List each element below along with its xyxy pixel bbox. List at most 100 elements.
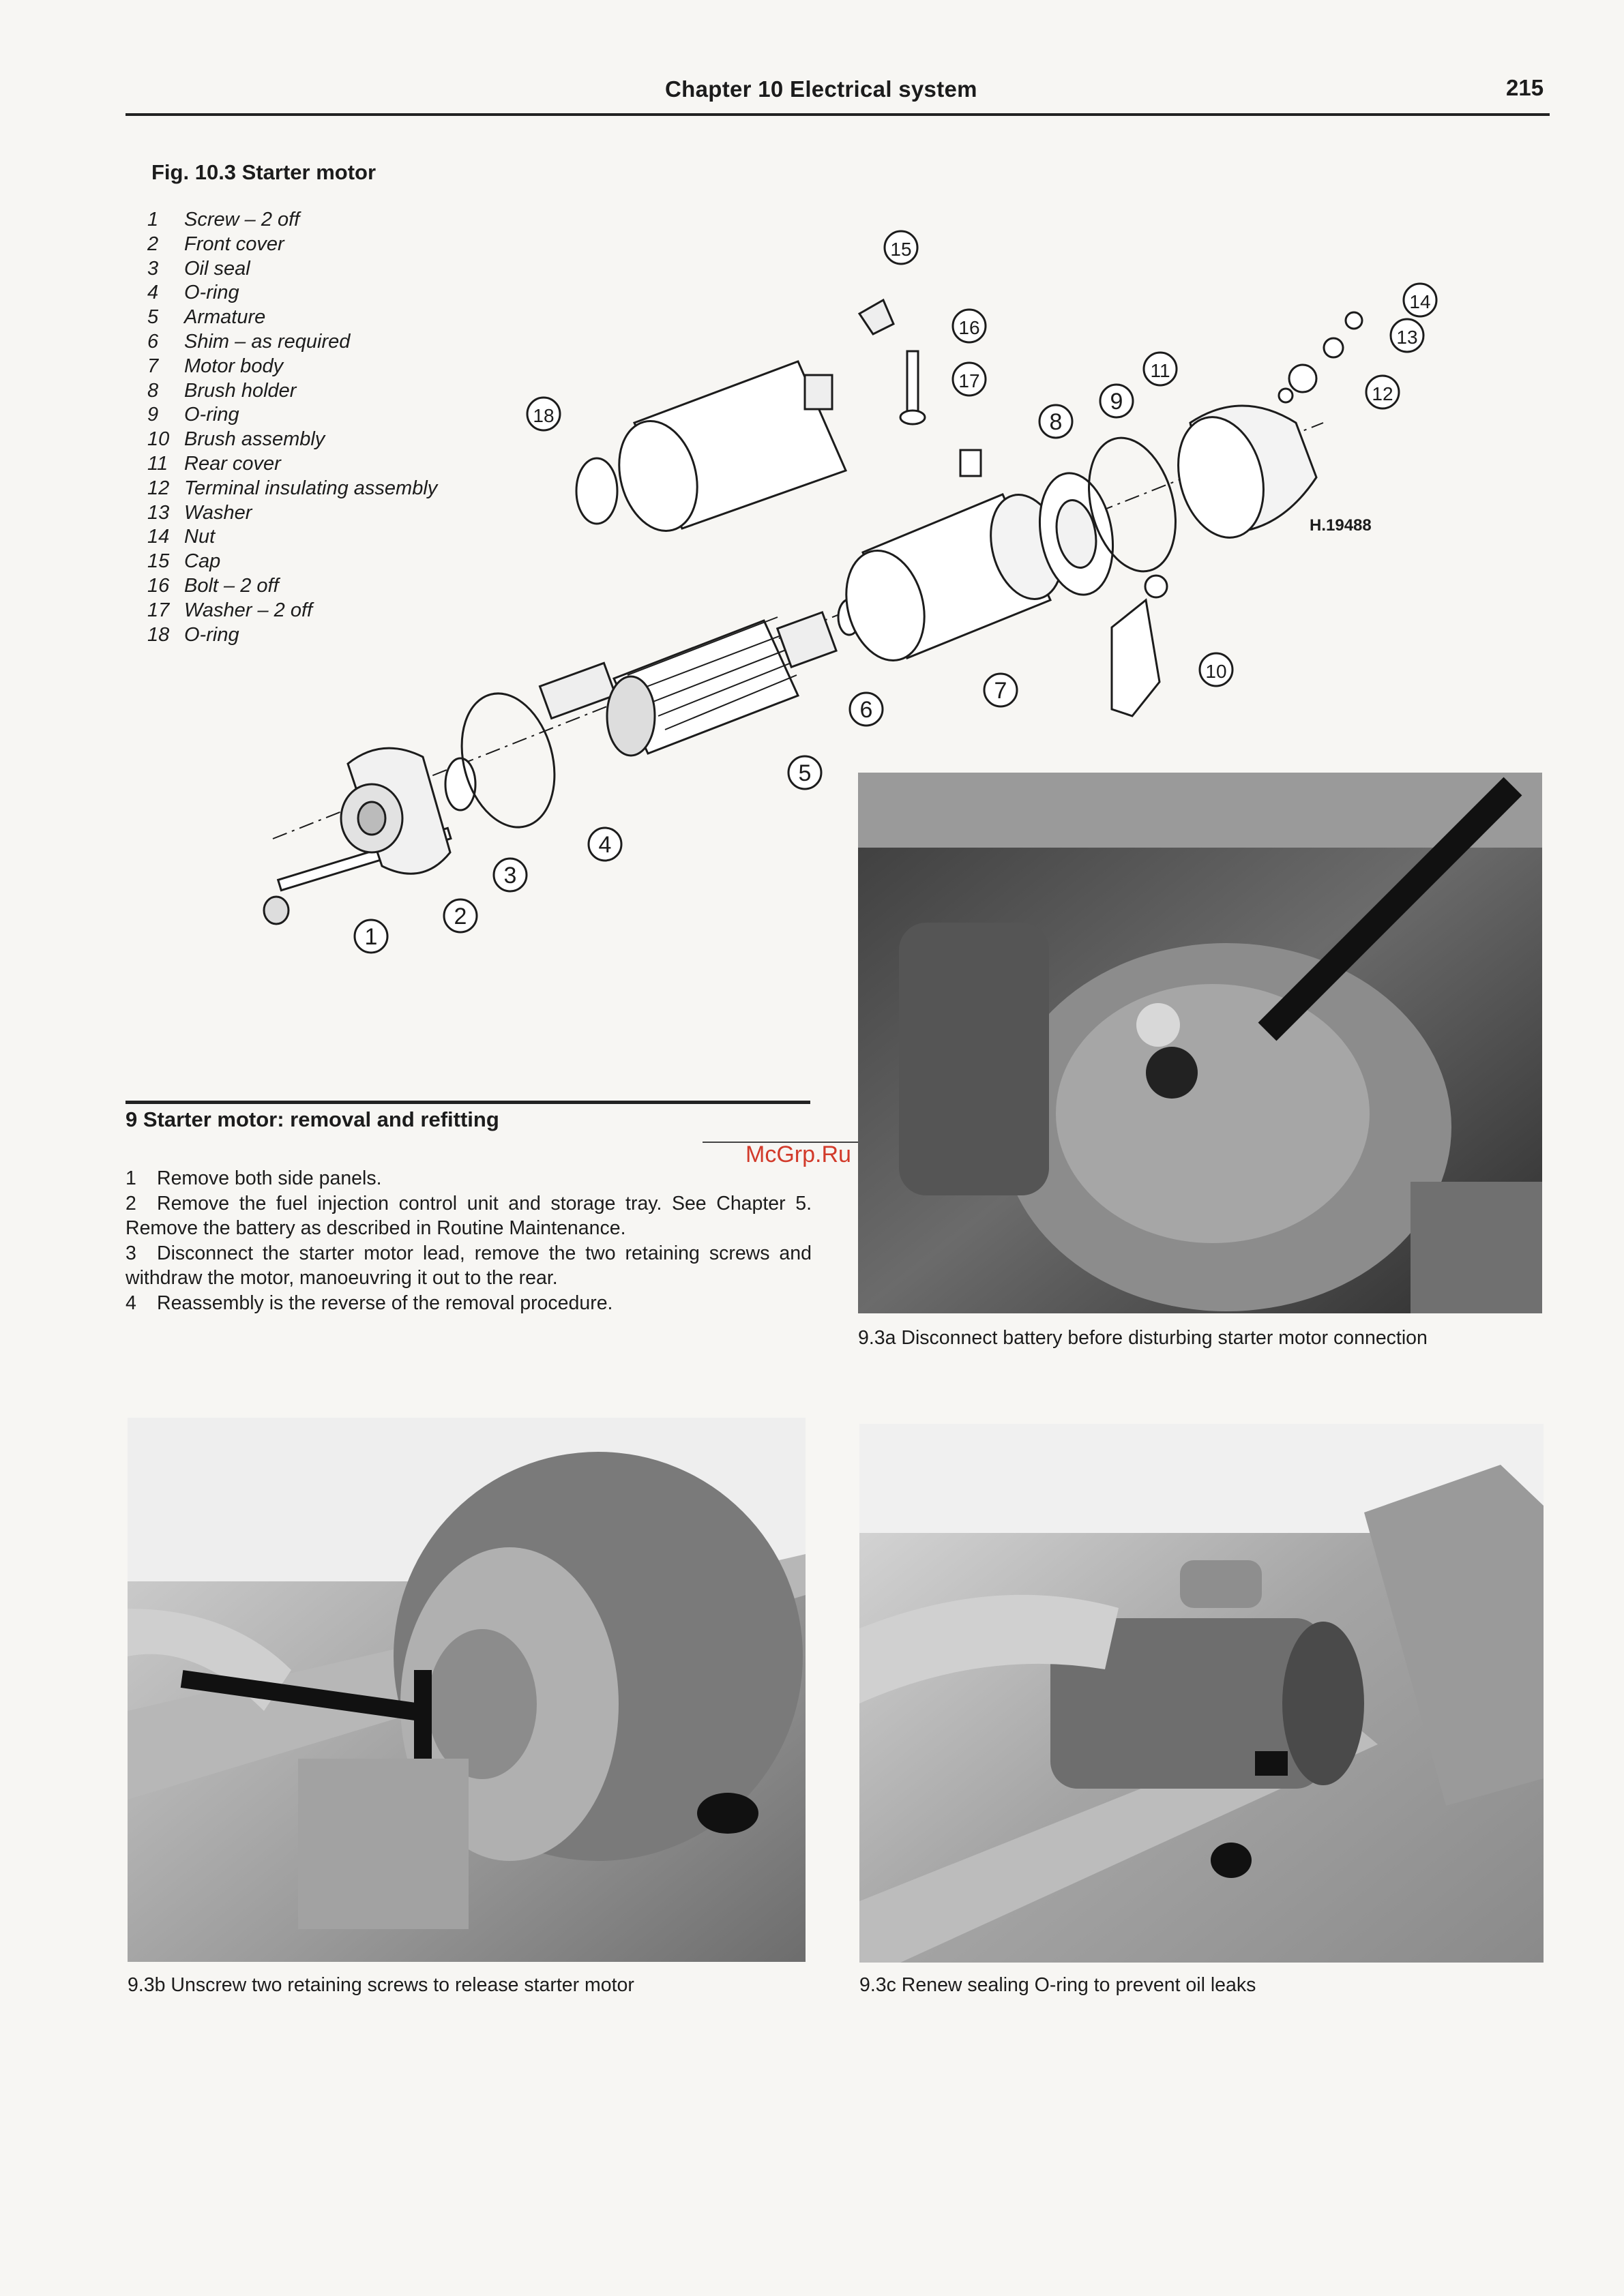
header-divider: [126, 113, 1550, 116]
svg-text:16: 16: [958, 317, 979, 338]
legend-item-number: 8: [147, 379, 159, 402]
callout-11: 11: [1142, 351, 1178, 387]
photo-9-3a: [858, 773, 1542, 1313]
legend-item-label: Terminal insulating assembly: [184, 477, 438, 499]
brush-holder-part: [959, 449, 1114, 596]
step-text: Disconnect the starter motor lead, remov…: [126, 1242, 812, 1289]
svg-text:2: 2: [454, 904, 467, 929]
svg-text:9: 9: [1110, 389, 1123, 415]
photo-9-3b: [128, 1418, 806, 1962]
drawing-reference: H.19488: [1310, 516, 1372, 535]
legend-item: 17 Washer – 2 off: [147, 599, 437, 623]
legend-item-number: 10: [147, 428, 170, 451]
callout-1: 1: [353, 919, 389, 954]
legend-item-number: 11: [147, 452, 168, 475]
photo-9-3b-caption: 9.3b Unscrew two retaining screws to rel…: [128, 1974, 634, 1996]
legend-item-number: 18: [147, 623, 170, 646]
step-number: 1: [126, 1167, 136, 1189]
svg-text:12: 12: [1372, 383, 1393, 404]
legend-item-label: Cap: [184, 550, 221, 573]
legend-item-number: 7: [147, 355, 159, 377]
legend-item-label: Rear cover: [184, 452, 281, 475]
callout-18: 18: [526, 396, 561, 432]
step-number: 2: [126, 1192, 136, 1214]
svg-text:10: 10: [1205, 661, 1226, 682]
section-divider: [126, 1101, 810, 1104]
callout-15: 15: [883, 230, 919, 265]
armature-part: [538, 610, 838, 757]
step-text: Remove the fuel injection control unit a…: [126, 1192, 812, 1240]
motor-body-part: [845, 493, 1063, 661]
legend-item-label: Motor body: [184, 355, 284, 377]
legend-item-label: O-ring: [184, 282, 239, 304]
callout-13: 13: [1389, 318, 1425, 353]
callout-17: 17: [951, 361, 987, 397]
svg-text:17: 17: [958, 370, 979, 391]
svg-text:18: 18: [533, 405, 554, 426]
assembled-motor-part: [575, 360, 848, 532]
callout-4: 4: [587, 826, 623, 862]
legend-item-number: 12: [147, 477, 170, 499]
step-number: 4: [126, 1292, 136, 1314]
legend-item-label: Screw – 2 off: [184, 209, 300, 230]
svg-text:13: 13: [1396, 327, 1417, 348]
callout-12: 12: [1365, 374, 1400, 410]
legend-item-label: Shim – as required: [184, 330, 351, 353]
legend-item-number: 16: [147, 574, 170, 597]
legend-item: 10 Brush assembly: [147, 428, 437, 452]
legend-item-label: Brush assembly: [184, 428, 325, 451]
callout-10: 10: [1198, 652, 1234, 687]
legend-item-number: 3: [147, 257, 159, 280]
photo-9-3c-caption: 9.3c Renew sealing O-ring to prevent oil…: [859, 1974, 1256, 1996]
legend-item: 6 Shim – as required: [147, 330, 437, 355]
legend-item-label: Washer – 2 off: [184, 599, 313, 621]
legend-item-number: 17: [147, 599, 170, 621]
legend-item-number: 6: [147, 330, 159, 353]
legend-item-number: 2: [147, 233, 159, 255]
legend-item-label: Front cover: [184, 233, 284, 255]
legend-item-label: O-ring: [184, 623, 239, 646]
callout-14: 14: [1402, 282, 1438, 318]
svg-text:7: 7: [994, 678, 1007, 704]
svg-text:14: 14: [1409, 291, 1430, 312]
legend-item: 7 Motor body: [147, 355, 437, 379]
chapter-title: Chapter 10 Electrical system: [665, 76, 977, 102]
svg-text:8: 8: [1050, 409, 1063, 435]
page-number: 215: [1506, 75, 1544, 100]
section-sub-divider: [703, 1142, 880, 1143]
callout-6: 6: [848, 691, 884, 727]
svg-text:1: 1: [365, 924, 378, 950]
legend-item: 2 Front cover: [147, 233, 437, 257]
legend-item: 3 Oil seal: [147, 257, 437, 282]
legend-item: 18 O-ring: [147, 623, 437, 648]
callout-9: 9: [1099, 383, 1134, 419]
svg-text:15: 15: [890, 239, 911, 260]
legend-item-number: 9: [147, 404, 159, 426]
legend-item-label: Oil seal: [184, 257, 250, 280]
rear-cover-part: [1177, 404, 1318, 539]
svg-text:6: 6: [860, 697, 873, 723]
watermark-text: McGrp.Ru: [745, 1142, 851, 1167]
legend-item-label: Brush holder: [184, 379, 297, 402]
section-title: 9 Starter motor: removal and refitting: [126, 1107, 499, 1131]
figure-title: Fig. 10.3 Starter motor: [151, 160, 377, 184]
legend-item-number: 5: [147, 306, 159, 329]
callout-16: 16: [951, 308, 987, 344]
callout-7: 7: [983, 672, 1018, 708]
legend-item-label: Washer: [184, 501, 252, 524]
svg-text:5: 5: [799, 760, 812, 786]
legend-item-label: Nut: [184, 526, 216, 548]
svg-text:3: 3: [504, 863, 517, 889]
